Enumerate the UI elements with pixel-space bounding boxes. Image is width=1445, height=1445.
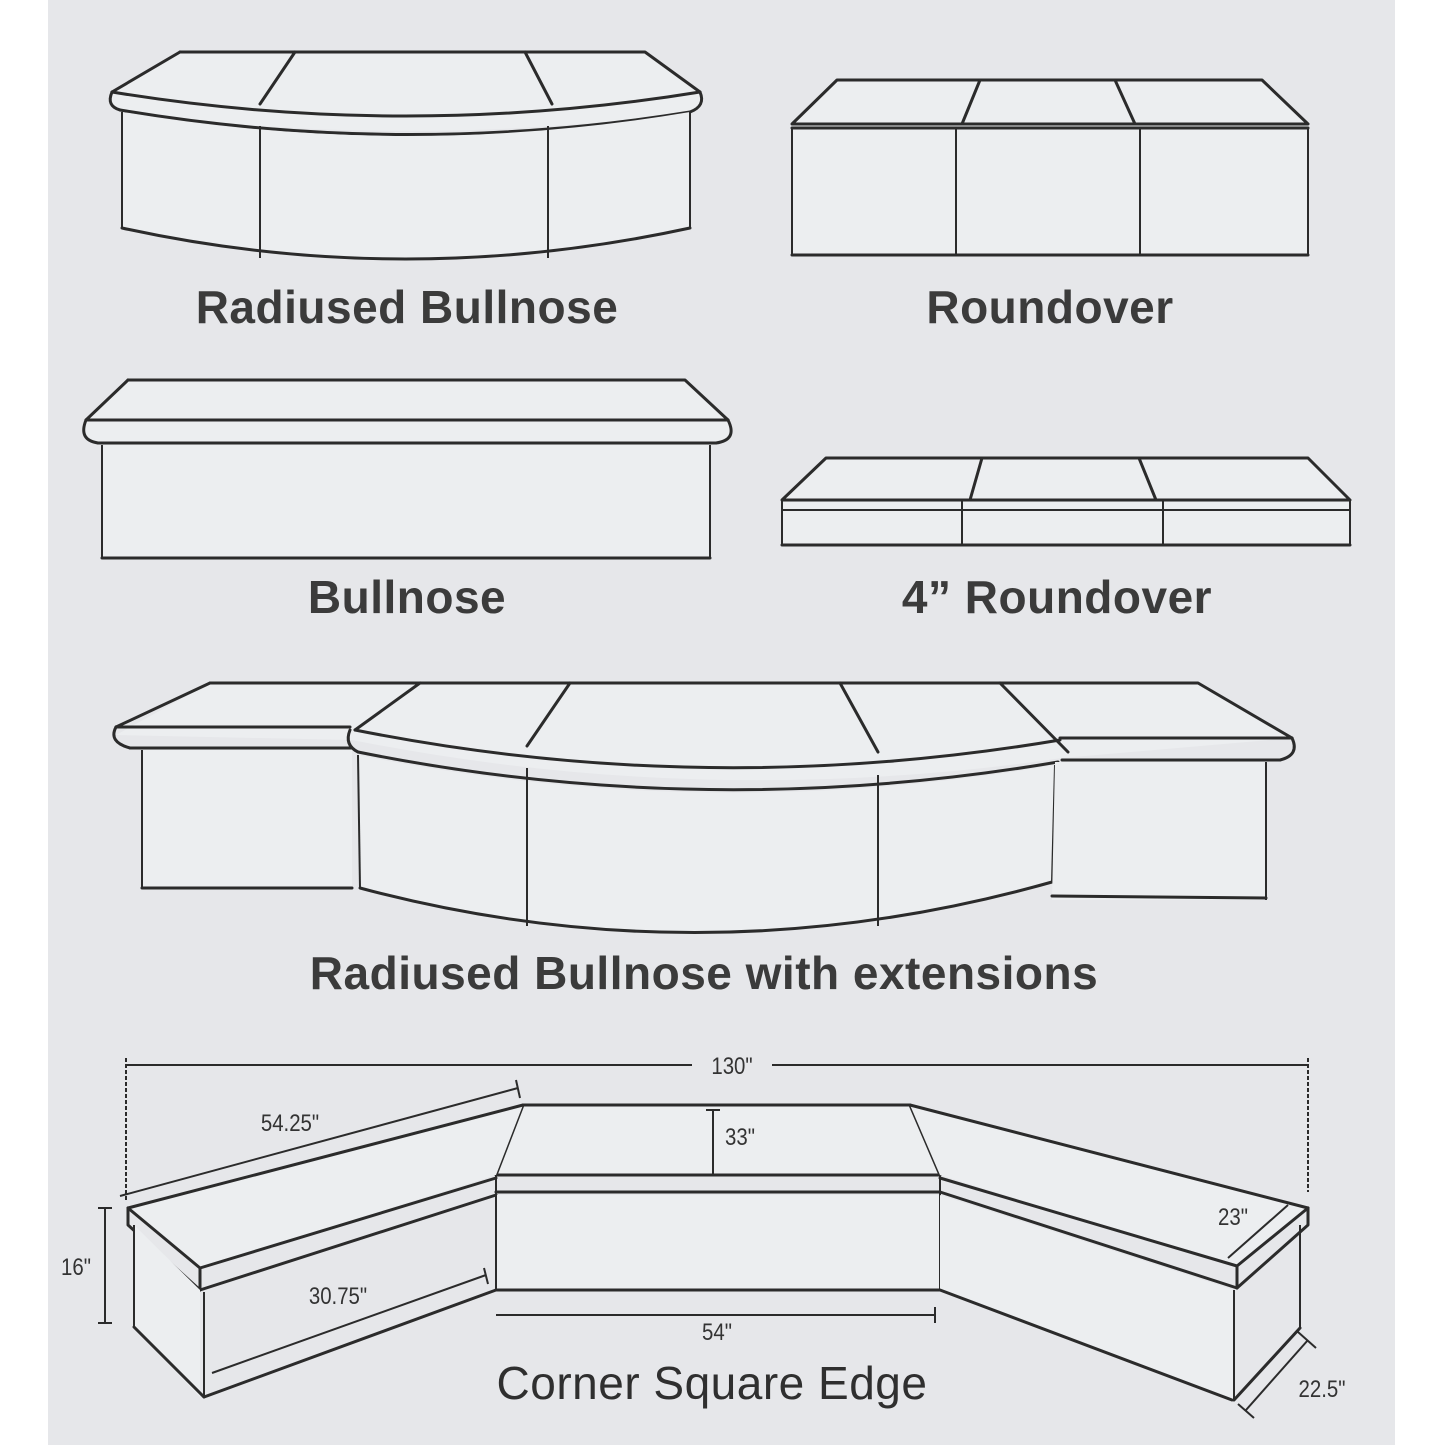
roundover-illustration: [790, 78, 1310, 257]
dim-height: 16": [61, 1254, 91, 1281]
dim-right-depth: 23": [1218, 1204, 1248, 1231]
caption-roundover: Roundover: [926, 281, 1174, 333]
bullnose-illustration: [82, 378, 733, 560]
caption-radiused-bullnose: Radiused Bullnose: [195, 281, 619, 333]
dim-left-front-length: 30.75": [308, 1283, 368, 1310]
four-inch-roundover-illustration: [780, 456, 1352, 547]
dim-overall-width: 130": [711, 1053, 753, 1080]
dim-left-top-length: 54.25": [260, 1110, 320, 1137]
caption-bullnose: Bullnose: [307, 571, 507, 623]
caption-radiused-bullnose-extensions: Radiused Bullnose with extensions: [309, 947, 1099, 999]
corner-square-edge-illustration: [98, 1058, 1317, 1419]
caption-four-inch-roundover: 4” Roundover: [901, 571, 1213, 623]
radiused-bullnose-extensions-illustration: [112, 681, 1296, 935]
dim-right-end-width: 22.5": [1298, 1376, 1346, 1403]
radiused-bullnose-illustration: [108, 50, 704, 261]
dim-center-front-length: 54": [702, 1319, 732, 1346]
caption-corner-square-edge: Corner Square Edge: [496, 1357, 928, 1409]
dim-center-depth: 33": [725, 1124, 755, 1151]
